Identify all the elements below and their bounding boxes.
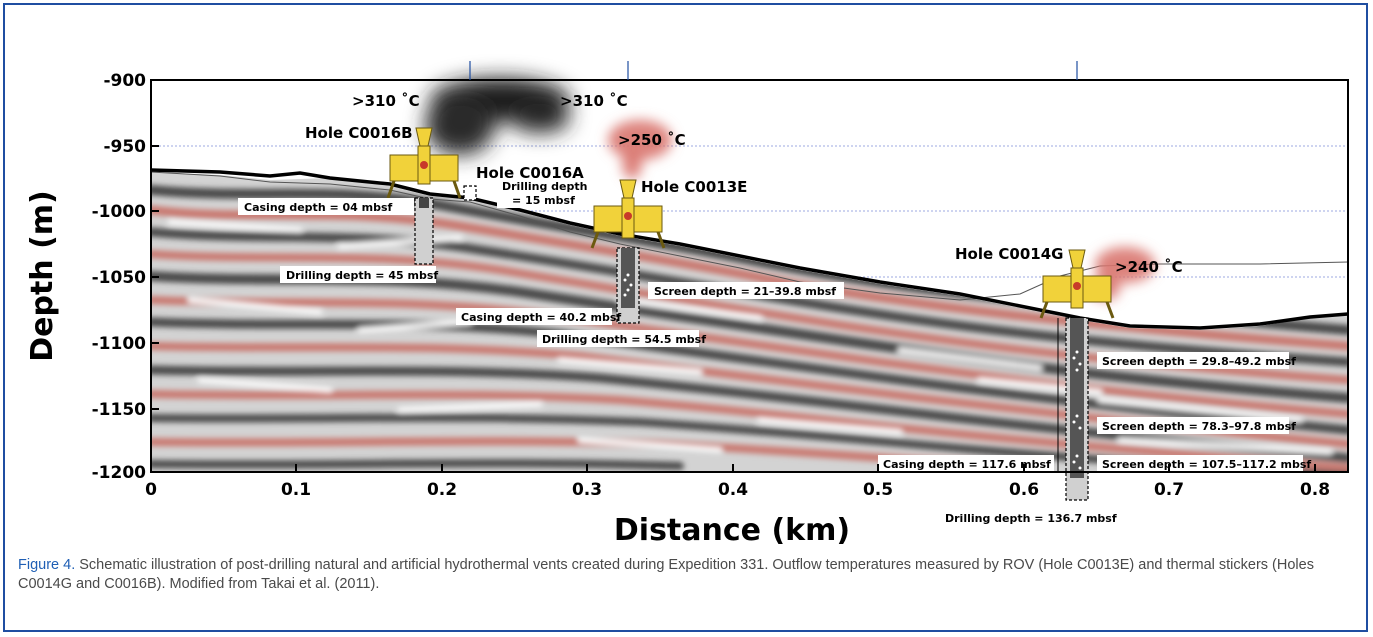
hole-label-c0014g: Hole C0014G [955,245,1063,263]
label-box-c0014g-casing [878,455,1054,472]
x-tick-label: 0.8 [1300,480,1330,500]
label-c0013e-drill: Drilling depth = 54.5 mbsf [542,333,706,346]
x-tick-label: 0.5 [863,480,893,500]
label-c0016b-casing: Casing depth = 04 mbsf [244,201,393,214]
y-tick-label: -1000 [92,202,147,222]
label-c0014g-casing: Casing depth = 117.6 mbsf [883,458,1051,471]
label-c0016a-drill-2: = 15 mbsf [512,194,575,207]
top-markers [469,61,1078,80]
label-c0014g-screen3: Screen depth = 107.5–117.2 mbsf [1102,458,1311,471]
label-box-c0014g-screen3 [1097,455,1303,472]
label-box-c0013e-casing [456,308,612,325]
x-tick-label: 0 [145,480,157,500]
caption-label: Figure 4. [18,557,76,573]
x-axis-title: Distance (km) [614,513,850,548]
label-box-c0014g-screen2 [1097,417,1289,434]
label-c0014g-screen2: Screen depth = 78.3–97.8 mbsf [1102,420,1296,433]
borehole-c0016b [414,197,434,265]
hole-label-c0016b: Hole C0016B [305,124,413,142]
y-axis: -900 -950 -1000 -1050 -1100 -1150 -1200 [92,71,159,483]
figure-area: Casing depth = 04 mbsf Drilling depth = … [25,61,1349,548]
x-tick-label: 0.1 [281,480,311,500]
y-tick-label: -950 [103,137,146,157]
temp-label-1: >310 ˚C [352,92,420,110]
temp-label-4: >240 ˚C [1115,258,1183,276]
borehole-c0016a [463,185,477,201]
label-box-c0013e-screen [648,282,844,299]
y-tick-label: -1050 [92,268,147,288]
platform-c0013e [590,179,666,249]
label-box-c0016b-casing [238,198,414,215]
red-plume-c0013e [608,120,672,179]
label-c0014g-screen1: Screen depth = 29.8–49.2 mbsf [1102,355,1296,368]
label-c0016b-drill: Drilling depth = 45 mbsf [286,269,438,282]
y-tick-label: -1150 [92,400,147,420]
label-box-c0013e-drill [537,330,699,347]
x-tick-label: 0.4 [718,480,748,500]
caption-text: Schematic illustration of post-drilling … [18,557,1314,592]
label-box-c0016b-drill [280,266,436,283]
hole-label-c0013e: Hole C0013E [641,178,747,196]
label-c0013e-screen: Screen depth = 21–39.8 mbsf [654,285,836,298]
y-axis-title: Depth (m) [25,190,60,362]
annotation-boxes: Casing depth = 04 mbsf Drilling depth = … [238,176,1311,525]
y-tick-label: -1100 [92,334,147,354]
old-seafloor-line [150,171,1349,301]
borehole-c0014g [1057,317,1089,501]
temp-label-2: >310 ˚C [560,92,628,110]
hole-label-c0016a: Hole C0016A [476,164,584,182]
seafloor-line [150,168,1349,330]
x-tick-label: 0.2 [427,480,457,500]
x-tick-label: 0.6 [1009,480,1039,500]
label-c0016a-drill-1: Drilling depth [502,180,587,193]
label-c0013e-casing: Casing depth = 40.2 mbsf [461,311,621,324]
platform-c0014g [1039,249,1115,319]
temp-label-3: >250 ˚C [618,131,686,149]
x-tick-label: 0.3 [572,480,602,500]
y-tick-label: -1200 [92,463,147,483]
label-box-c0016a-drill [497,176,583,208]
x-tick-label: 0.7 [1154,480,1184,500]
figure-caption: Figure 4. Schematic illustration of post… [18,556,1353,594]
x-axis: 0 0.1 0.2 0.3 0.4 0.5 0.6 0.7 0.8 [145,464,1330,500]
label-box-c0014g-screen1 [1097,352,1289,369]
black-smoker-plume [425,78,570,155]
y-tick-label: -900 [103,71,146,91]
borehole-c0013e [616,247,640,324]
platform-c0016b [386,127,462,199]
label-c0014g-drill: Drilling depth = 136.7 mbsf [945,512,1117,525]
